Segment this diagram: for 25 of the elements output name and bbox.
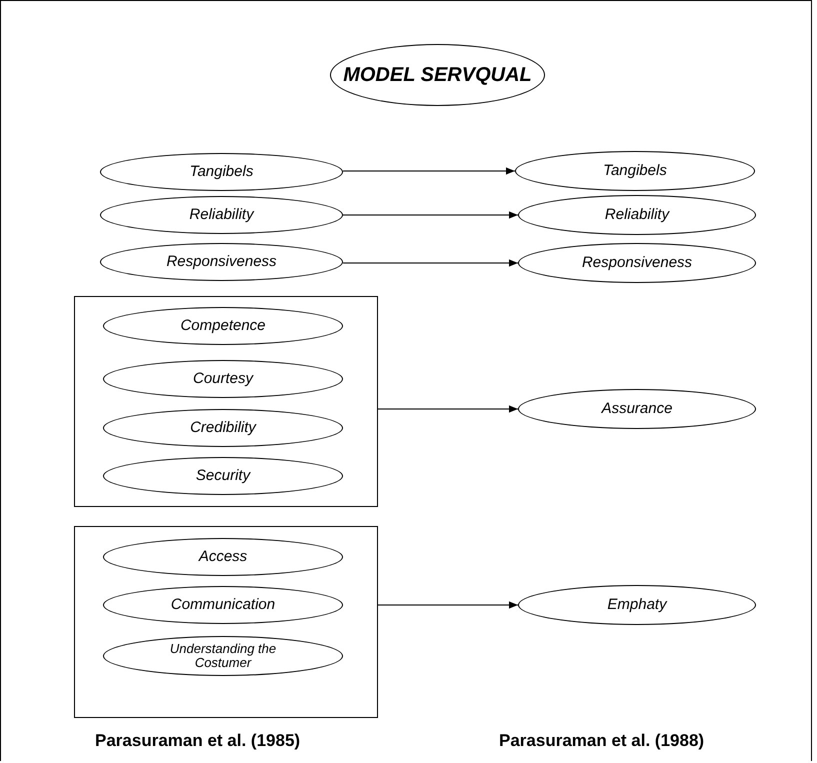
- ellipse-node: Emphaty: [518, 585, 756, 625]
- ellipse-node: Access: [103, 538, 343, 576]
- ellipse-node: Responsiveness: [518, 243, 756, 283]
- ellipse-node: Tangibels: [100, 153, 343, 191]
- ellipse-node: Credibility: [103, 409, 343, 447]
- title-ellipse: MODEL SERVQUAL: [330, 44, 545, 106]
- ellipse-node: Understanding the Costumer: [103, 636, 343, 676]
- ellipse-node: Responsiveness: [100, 243, 343, 281]
- citation-label: Parasuraman et al. (1988): [499, 731, 704, 751]
- arrow: [342, 211, 518, 219]
- group-box: [74, 526, 378, 718]
- arrow: [342, 259, 518, 267]
- arrow: [342, 167, 516, 175]
- ellipse-node: Reliability: [518, 195, 756, 235]
- ellipse-node: Courtesy: [103, 360, 343, 398]
- citation-label: Parasuraman et al. (1985): [95, 731, 300, 751]
- arrow: [378, 405, 518, 413]
- arrow: [378, 601, 518, 609]
- ellipse-node: Security: [103, 457, 343, 495]
- ellipse-node: Tangibels: [515, 151, 755, 191]
- ellipse-node: Assurance: [518, 389, 756, 429]
- ellipse-node: Communication: [103, 586, 343, 624]
- ellipse-node: Competence: [103, 307, 343, 345]
- group-box: [74, 296, 378, 507]
- ellipse-node: Reliability: [100, 196, 343, 234]
